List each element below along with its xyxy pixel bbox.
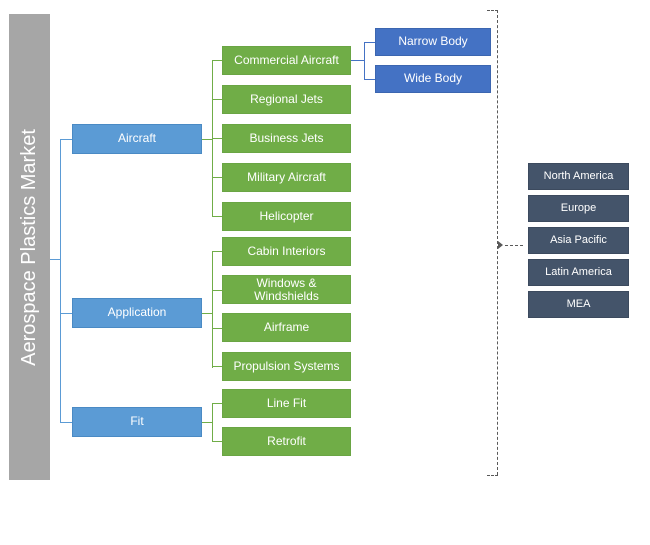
subsegment-box-helicopter[interactable]: Helicopter: [222, 202, 351, 231]
dashed-bracket-top: [487, 10, 498, 11]
segment-label-aircraft: Aircraft: [117, 131, 156, 146]
subsegment-label-airframe: Airframe: [263, 319, 310, 334]
connector-root-spine: [60, 139, 61, 422]
region-box-asia-pacific[interactable]: Asia Pacific: [528, 227, 629, 254]
connector-application-to-windows-windshields: [212, 290, 223, 291]
connector-aircraft-stub: [202, 139, 213, 140]
connector-root-to-application: [60, 313, 73, 314]
connector-fit-stub: [202, 422, 213, 423]
connector-commercial-aircraft-spine: [364, 42, 365, 80]
region-label-mea: MEA: [566, 298, 591, 311]
connector-fit-to-retrofit: [212, 441, 223, 442]
subsegment-box-line-fit[interactable]: Line Fit: [222, 389, 351, 418]
subsegment-label-commercial-aircraft: Commercial Aircraft: [234, 52, 339, 67]
subsegment-box-business-jets[interactable]: Business Jets: [222, 124, 351, 153]
dashed-bracket-bottom: [487, 475, 498, 476]
connector-application-to-propulsion-systems: [212, 366, 223, 367]
subsegment-box-airframe[interactable]: Airframe: [222, 313, 351, 342]
connector-root-stub: [50, 259, 61, 260]
subsegment-label-retrofit: Retrofit: [267, 433, 306, 448]
region-label-asia-pacific: Asia Pacific: [550, 234, 607, 247]
subsegment-box-cabin-interiors[interactable]: Cabin Interiors: [222, 237, 351, 266]
connector-commercial-to-wide-body: [364, 79, 376, 80]
region-box-north-america[interactable]: North America: [528, 163, 629, 190]
root-node-aerospace-plastics-market: [9, 14, 50, 480]
connector-aircraft-to-military-aircraft: [212, 177, 223, 178]
bodytype-box-wide-body[interactable]: Wide Body: [375, 65, 491, 93]
subsegment-box-propulsion-systems[interactable]: Propulsion Systems: [222, 352, 351, 381]
connector-aircraft-to-helicopter: [212, 216, 223, 217]
subsegment-box-retrofit[interactable]: Retrofit: [222, 427, 351, 456]
connector-application-to-cabin-interiors: [212, 251, 223, 252]
root-node-label: Aerospace Plastics Market: [18, 128, 41, 366]
segment-box-fit[interactable]: Fit: [72, 407, 202, 437]
subsegment-label-line-fit: Line Fit: [266, 395, 307, 410]
bodytype-box-narrow-body[interactable]: Narrow Body: [375, 28, 491, 56]
region-box-latin-america[interactable]: Latin America: [528, 259, 629, 286]
connector-aircraft-to-business-jets: [212, 138, 223, 139]
subsegment-label-regional-jets: Regional Jets: [250, 91, 323, 106]
connector-fit-to-line-fit: [212, 403, 223, 404]
region-box-mea[interactable]: MEA: [528, 291, 629, 318]
subsegment-box-regional-jets[interactable]: Regional Jets: [222, 85, 351, 114]
dashed-bracket-vertical: [497, 10, 498, 475]
connector-aircraft-to-regional-jets: [212, 99, 223, 100]
connector-application-spine: [212, 251, 213, 368]
connector-aircraft-to-commercial-aircraft: [212, 60, 223, 61]
dashed-bracket-pointer-line: [505, 245, 523, 246]
connector-commercial-to-narrow-body: [364, 42, 376, 43]
dashed-bracket-arrow-icon: [498, 241, 503, 249]
connector-application-to-airframe: [212, 328, 223, 329]
region-box-europe[interactable]: Europe: [528, 195, 629, 222]
subsegment-box-commercial-aircraft[interactable]: Commercial Aircraft: [222, 46, 351, 75]
connector-application-stub: [202, 313, 213, 314]
connector-commercial-aircraft-stub: [351, 60, 365, 61]
subsegment-label-military-aircraft: Military Aircraft: [247, 169, 326, 184]
region-label-north-america: North America: [543, 170, 614, 183]
region-label-latin-america: Latin America: [545, 266, 612, 279]
subsegment-box-military-aircraft[interactable]: Military Aircraft: [222, 163, 351, 192]
bodytype-label-narrow-body: Narrow Body: [398, 34, 468, 49]
segment-label-fit: Fit: [130, 414, 144, 429]
region-label-europe: Europe: [560, 202, 597, 215]
subsegment-label-propulsion-systems: Propulsion Systems: [233, 358, 340, 373]
subsegment-label-windows-windshields: Windows & Windshields: [254, 275, 319, 303]
connector-root-to-aircraft: [60, 139, 73, 140]
bodytype-label-wide-body: Wide Body: [403, 71, 463, 86]
segment-box-application[interactable]: Application: [72, 298, 202, 328]
segment-label-application: Application: [107, 305, 167, 320]
subsegment-label-helicopter: Helicopter: [259, 208, 314, 223]
subsegment-label-business-jets: Business Jets: [249, 130, 324, 145]
connector-fit-spine: [212, 403, 213, 441]
subsegment-label-cabin-interiors: Cabin Interiors: [247, 243, 326, 258]
subsegment-box-windows-windshields[interactable]: Windows & Windshields: [222, 275, 351, 304]
segment-box-aircraft[interactable]: Aircraft: [72, 124, 202, 154]
connector-root-to-fit: [60, 422, 73, 423]
root-node-label-wrapper: Aerospace Plastics Market: [9, 14, 50, 480]
